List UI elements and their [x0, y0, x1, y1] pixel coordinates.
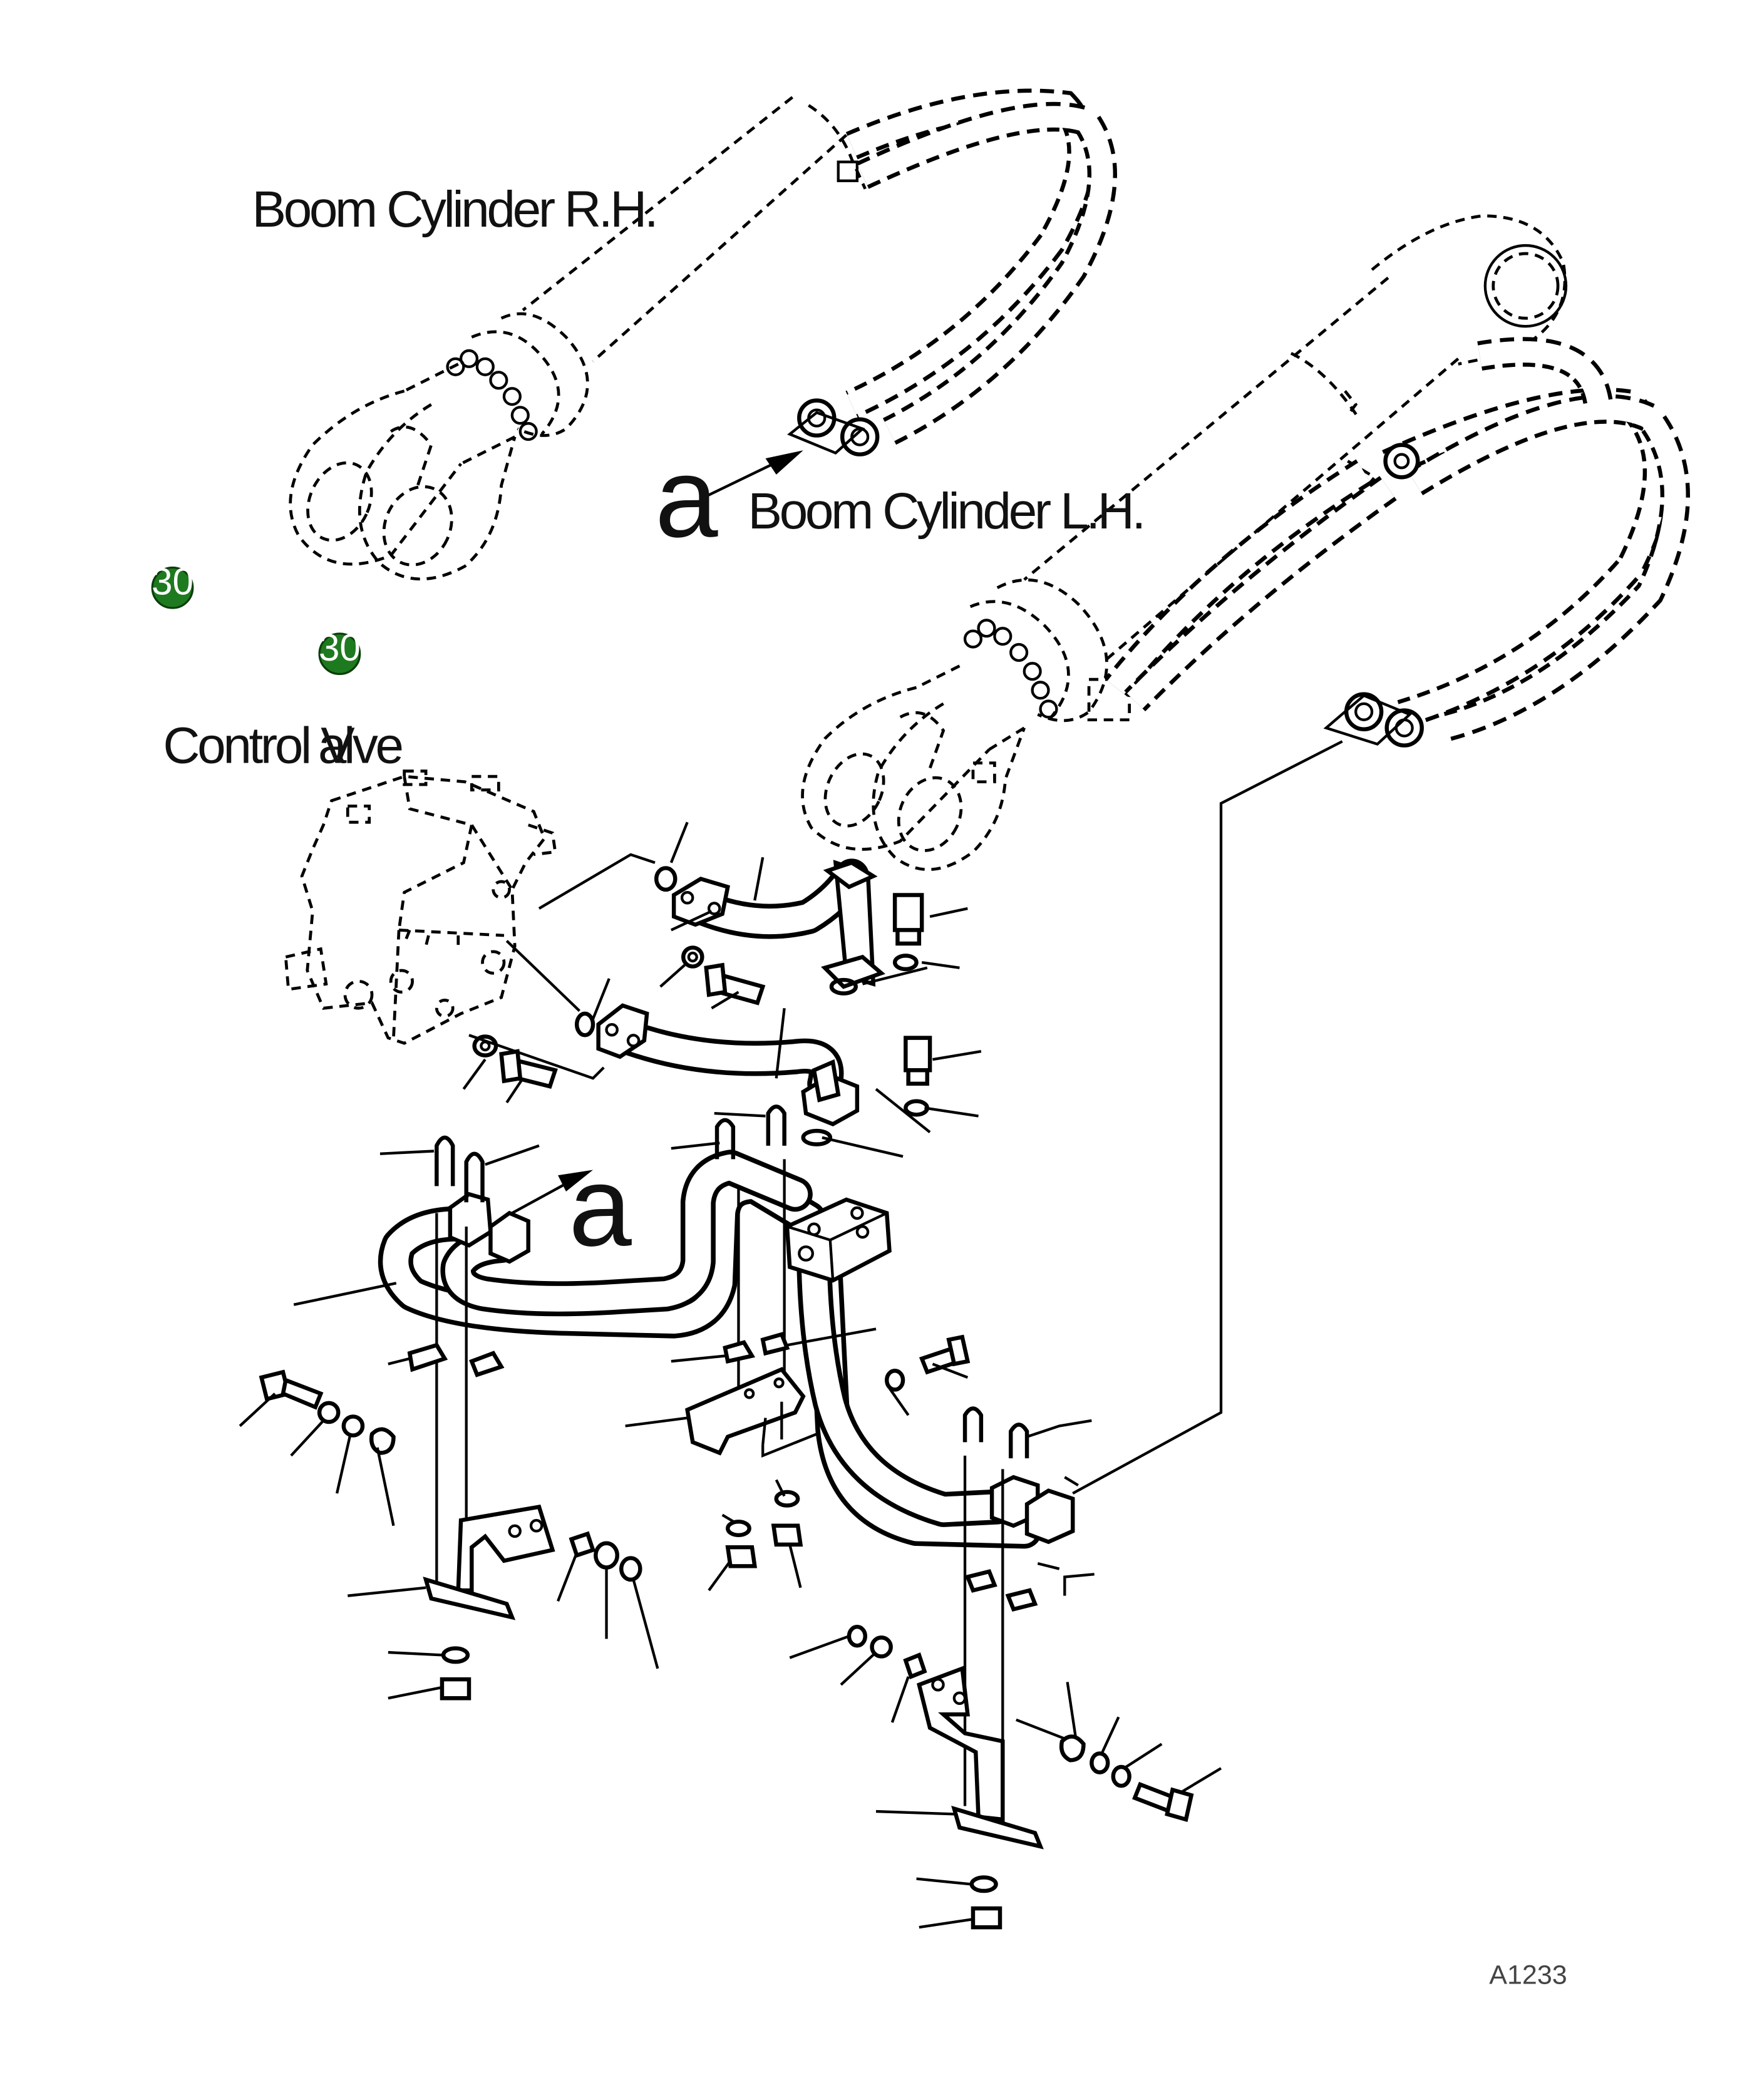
direction-arrow-top: [700, 450, 803, 500]
label-boom-cylinder-lh: Boom Cylinder L.H.: [748, 483, 1143, 540]
reference-badge-1[interactable]: 30: [151, 560, 194, 609]
upper-pipe-assembly: [468, 853, 932, 1146]
badge-number: 30: [319, 626, 361, 669]
leader-lines: [239, 740, 1343, 1929]
direction-arrow-bottom: [511, 1170, 594, 1215]
label-control-valve-part2: alve: [318, 718, 402, 775]
marker-letter-a-top: a: [655, 435, 718, 561]
boom-cylinder-lh: [801, 214, 1690, 872]
badge-circle: [151, 566, 194, 609]
label-boom-cylinder-rh: Boom Cylinder R.H.: [252, 181, 656, 238]
reference-badge-2[interactable]: 30: [318, 626, 361, 676]
control-valve: [284, 769, 557, 1045]
brackets: [407, 1159, 1044, 1850]
hardware: [259, 1334, 1194, 1930]
badge-number: 30: [152, 560, 193, 603]
u-bolts: [435, 1104, 1029, 1459]
drawing-reference: A1233: [1489, 1960, 1567, 1990]
boom-cylinder-rh: [289, 88, 1117, 581]
badge-circle: [318, 632, 361, 676]
label-control-valve-part1: Control V: [163, 718, 355, 775]
marker-letter-a-bottom: a: [569, 1143, 632, 1270]
main-tube-assembly: [378, 1150, 1075, 1549]
